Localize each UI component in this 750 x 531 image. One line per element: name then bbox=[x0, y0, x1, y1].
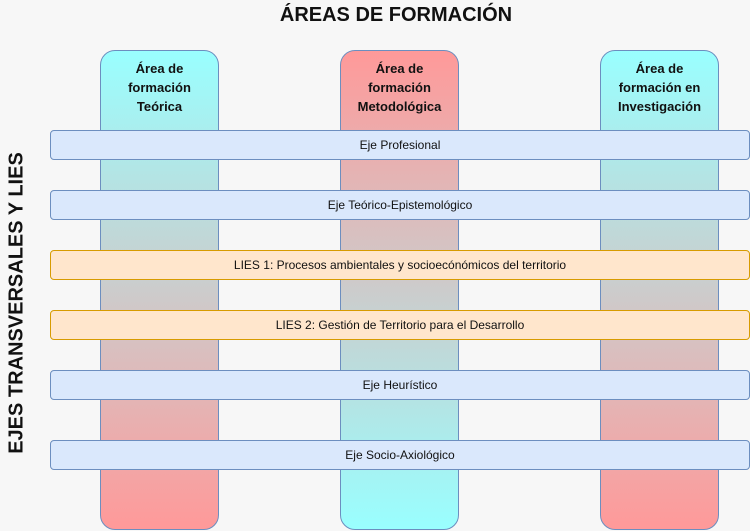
band-eje-profesional: Eje Profesional bbox=[50, 130, 750, 160]
diagram-title: ÁREAS DE FORMACIÓN bbox=[279, 4, 513, 26]
band-eje-heuristico: Eje Heurístico bbox=[50, 370, 750, 400]
side-axis-label: EJES TRANSVERSALES Y LIES bbox=[5, 152, 28, 454]
column-title: Área de formación Metodológica bbox=[357, 61, 442, 114]
band-eje-socio-axiologico: Eje Socio-Axiológico bbox=[50, 440, 750, 470]
band-label: LIES 2: Gestión de Territorio para el De… bbox=[275, 318, 525, 332]
band-label: Eje Profesional bbox=[359, 138, 441, 152]
band-lies-1: LIES 1: Procesos ambientales y socioecón… bbox=[50, 250, 750, 280]
band-label: Eje Heurístico bbox=[362, 378, 438, 392]
band-label: Eje Teórico-Epistemológico bbox=[327, 198, 473, 212]
band-label: LIES 1: Procesos ambientales y socioecón… bbox=[233, 258, 567, 272]
band-lies-2: LIES 2: Gestión de Territorio para el De… bbox=[50, 310, 750, 340]
column-title: Área de formación en Investigación bbox=[617, 61, 702, 114]
column-title: Área de formación Teórica bbox=[128, 61, 191, 114]
band-eje-teorico-epistemologico: Eje Teórico-Epistemológico bbox=[50, 190, 750, 220]
band-label: Eje Socio-Axiológico bbox=[345, 448, 455, 462]
